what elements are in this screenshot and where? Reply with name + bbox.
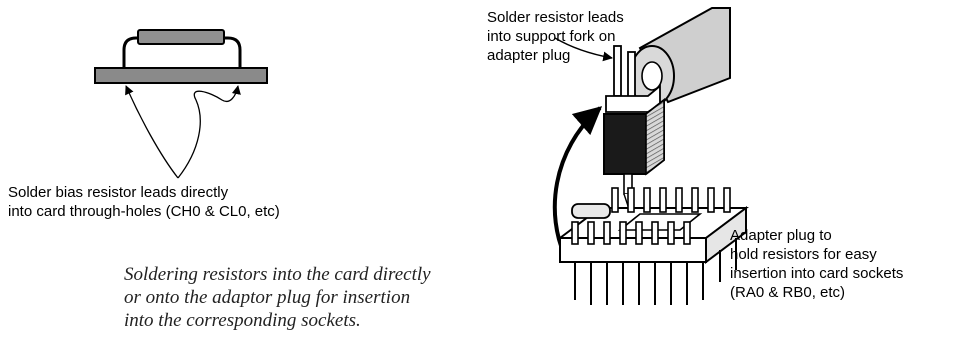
adapter-plug-drawing xyxy=(552,7,749,305)
resistor-body xyxy=(137,29,225,45)
fork-pointer-arrow xyxy=(554,37,613,62)
card-resistor-drawing xyxy=(94,29,268,179)
cylinder-hole xyxy=(641,61,663,91)
fork-label: Solder resistor leads into support fork … xyxy=(487,9,624,64)
circuit-card xyxy=(94,67,268,84)
plug-housing-side xyxy=(645,98,665,176)
socket-legs xyxy=(574,238,737,305)
resistor-lead-right xyxy=(222,36,242,70)
socket-side xyxy=(705,206,747,264)
pointer-arrow-right xyxy=(177,85,241,179)
resistor-lead-left xyxy=(122,36,140,70)
pointer-arrow-left xyxy=(125,85,179,179)
card-holes-label: Solder bias resistor leads directly into… xyxy=(8,184,280,220)
figure-caption: Soldering resistors into the card direct… xyxy=(124,264,431,331)
socket-resistor xyxy=(571,203,611,219)
fork-prong-right xyxy=(627,51,636,99)
socket-pins-back xyxy=(611,187,731,213)
socket-pins-front-top xyxy=(571,221,691,245)
adapter-label: Adapter plug to hold resistors for easy … xyxy=(730,227,904,301)
